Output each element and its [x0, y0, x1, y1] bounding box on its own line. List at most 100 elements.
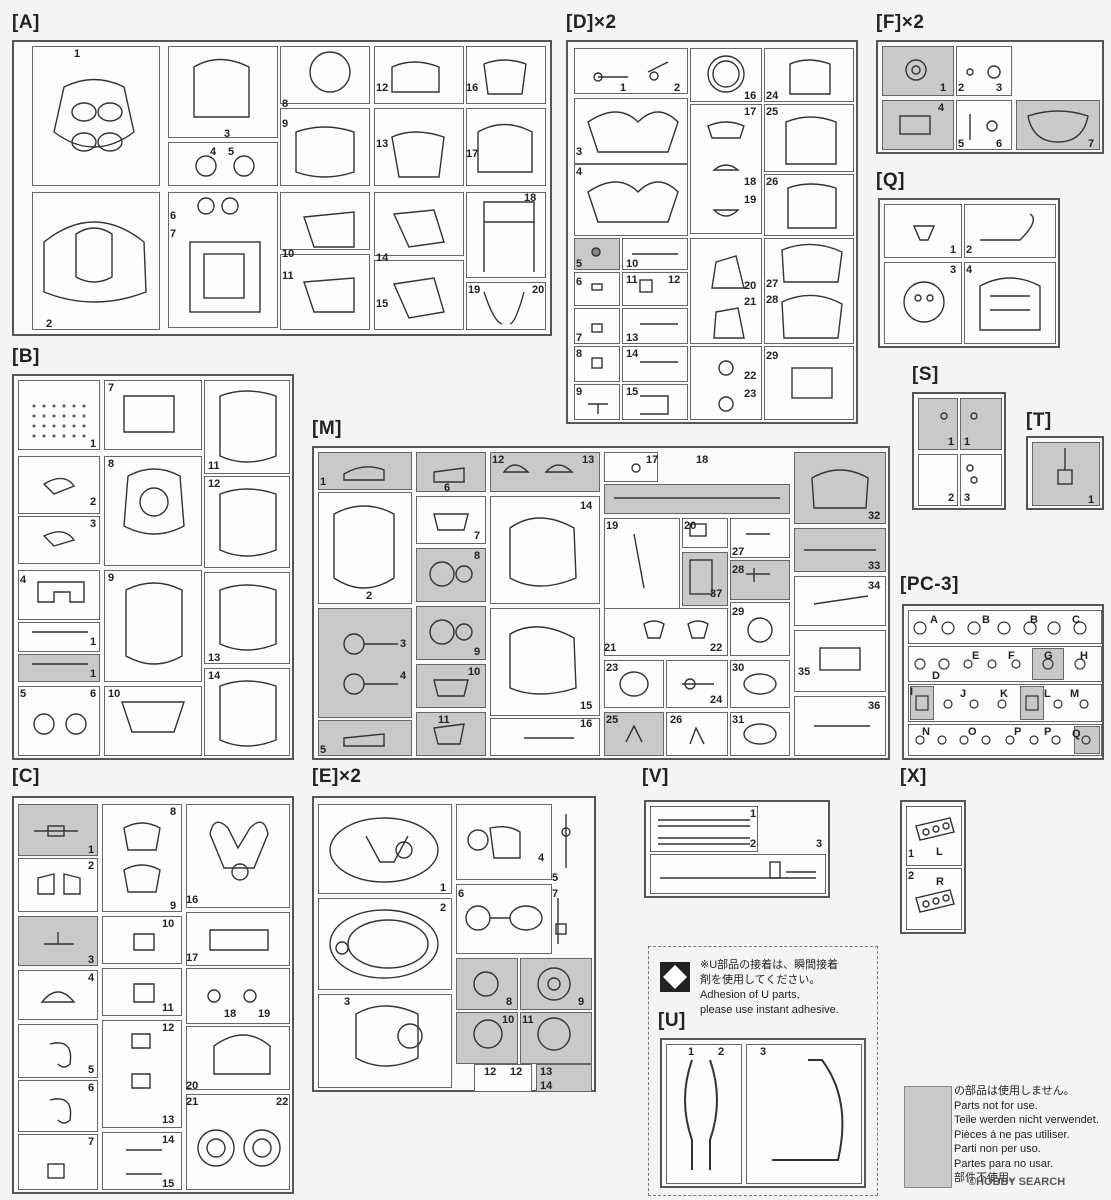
part-number: 12 — [668, 274, 681, 286]
part-cell-unused — [318, 452, 412, 490]
frame-u-parts-drawing — [684, 1059, 844, 1170]
part-cell — [690, 346, 762, 420]
part-cell-unused — [604, 712, 664, 756]
frame-b-label: [B] — [12, 346, 40, 367]
frame-c-parts-drawing — [34, 821, 281, 1179]
part-number: 16 — [744, 90, 757, 102]
part-cell — [884, 204, 962, 258]
part-number: 8 — [474, 550, 481, 562]
legend-line: の部品は使用しません。 — [954, 1085, 1075, 1097]
part-number: 1 — [908, 848, 915, 860]
part-cell — [168, 142, 278, 186]
frame-s-parts-drawing — [940, 412, 978, 484]
part-cell-unused — [18, 804, 98, 856]
part-cell — [18, 456, 100, 514]
hobby-search-watermark: ©HOBBY SEARCH — [968, 1176, 1066, 1188]
part-cell — [18, 970, 98, 1020]
part-number: 2 — [674, 82, 681, 94]
part-cell — [956, 46, 1012, 96]
part-number: 1 — [88, 844, 95, 856]
part-number: 1 — [90, 636, 97, 648]
part-cell-unused — [536, 1064, 592, 1092]
part-cell — [964, 204, 1056, 258]
pc3-letter: B — [982, 614, 990, 626]
part-cell-unused — [456, 958, 518, 1010]
part-number: 4 — [966, 264, 973, 276]
runner-frame-x: 1 L 2 R — [900, 800, 966, 934]
part-number: 29 — [732, 606, 745, 618]
x-letter: R — [936, 876, 944, 888]
part-cell — [884, 262, 962, 344]
part-number: 28 — [732, 564, 745, 576]
part-cell — [466, 192, 546, 278]
part-cell — [104, 686, 202, 756]
part-number: 2 — [46, 318, 53, 330]
part-number: 3 — [344, 996, 351, 1008]
frame-x-parts-drawing — [915, 817, 955, 913]
legend-line: Partes para no usar. — [954, 1157, 1054, 1170]
part-cell — [622, 308, 688, 344]
part-number: 14 — [208, 670, 221, 682]
part-number: 3 — [996, 82, 1003, 94]
part-number: 6 — [444, 482, 451, 494]
part-number: 7 — [474, 530, 481, 542]
part-cell — [764, 48, 854, 102]
part-number: 14 — [626, 348, 639, 360]
part-cell — [374, 46, 464, 104]
part-number: 1 — [688, 1046, 695, 1058]
legend-line: Parti non per uso. — [954, 1143, 1041, 1155]
part-number: 2 — [718, 1046, 725, 1058]
part-number: 1 — [950, 244, 957, 256]
part-cell-unused — [1020, 686, 1044, 720]
part-number: 11 — [208, 460, 220, 472]
part-cell-unused — [416, 712, 486, 756]
part-number: 8 — [170, 806, 177, 818]
part-cell — [764, 104, 854, 172]
part-number: 2 — [958, 82, 965, 94]
part-cell — [18, 686, 100, 756]
part-cell-unused — [18, 654, 100, 682]
part-number: 3 — [950, 264, 957, 276]
part-cell — [104, 380, 202, 450]
part-cell — [604, 452, 658, 482]
part-cell — [574, 98, 688, 164]
frame-s-label: [S] — [912, 364, 939, 385]
part-cell — [908, 646, 1102, 682]
part-cell — [374, 108, 464, 186]
part-number: 26 — [670, 714, 683, 726]
part-number: 8 — [108, 458, 115, 470]
unused-parts-swatch — [904, 1086, 952, 1188]
part-cell — [730, 660, 790, 708]
part-number: 15 — [580, 700, 593, 712]
part-cell — [18, 622, 100, 652]
part-number: 6 — [458, 888, 465, 900]
part-cell — [490, 718, 600, 756]
part-number: 14 — [580, 500, 593, 512]
part-cell — [650, 854, 826, 894]
part-number: 4 — [400, 670, 407, 682]
part-cell — [666, 712, 728, 756]
part-cell — [18, 570, 100, 620]
pc3-letter: P — [1044, 726, 1052, 738]
runner-frame-d: 1 2 3 4 5 6 7 8 9 10 11 12 13 14 15 16 1… — [566, 40, 858, 424]
part-number: 13 — [540, 1066, 553, 1078]
part-number: 25 — [766, 106, 779, 118]
frame-d-label: [D]×2 — [566, 12, 617, 33]
part-cell — [18, 858, 98, 912]
part-cell-unused — [794, 452, 886, 524]
part-number: 3 — [816, 838, 823, 850]
pc3-letter: N — [922, 726, 930, 738]
part-cell-unused — [1074, 726, 1100, 754]
part-cell — [280, 192, 370, 250]
part-cell-unused — [604, 484, 790, 514]
part-cell — [168, 46, 278, 138]
part-number: 5 — [320, 744, 327, 756]
legend-line: Teile werden nicht verwendet. — [954, 1114, 1099, 1126]
part-number: 25 — [606, 714, 619, 726]
part-number: 1 — [750, 808, 757, 820]
part-cell — [794, 576, 886, 626]
part-cell — [18, 1080, 98, 1132]
runner-frame-s: 1 1 2 3 — [912, 392, 1006, 510]
part-number: 16 — [580, 718, 593, 730]
part-number: 19 — [468, 284, 481, 296]
